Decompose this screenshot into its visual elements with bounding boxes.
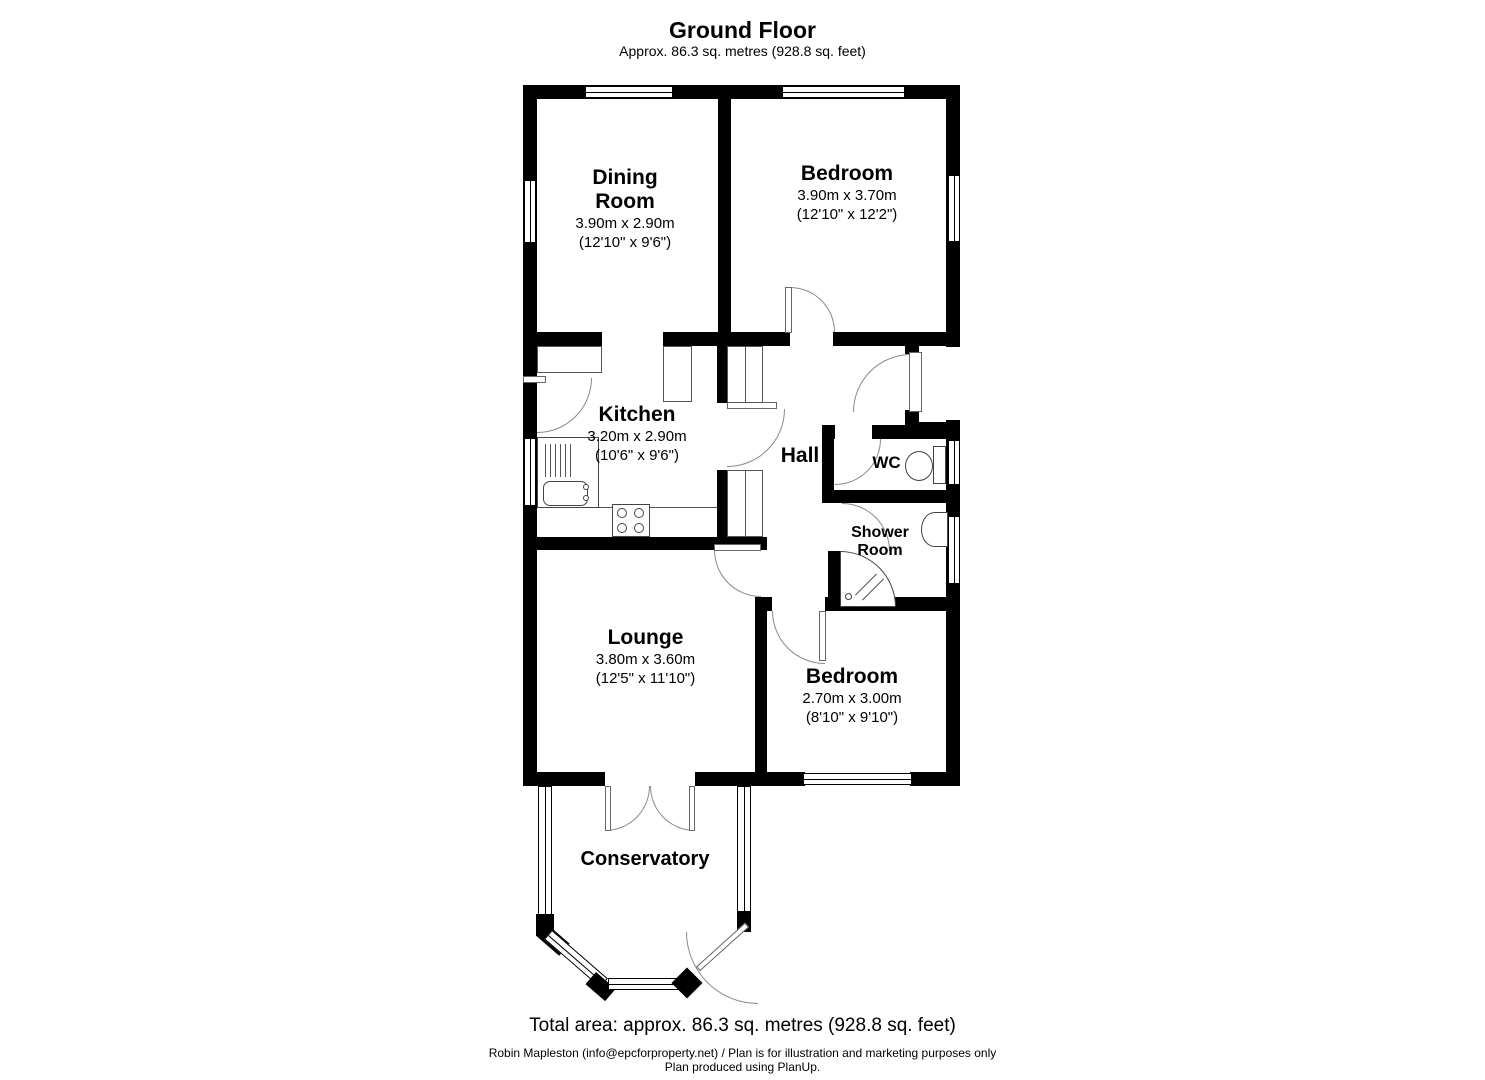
wall-kitchen-lounge (537, 537, 767, 550)
room-name: Hall (780, 444, 820, 467)
shower-drain-icon (845, 593, 852, 600)
door-swing-french-left (605, 786, 650, 831)
room-dim-metric: 3.90m x 3.70m (797, 187, 897, 205)
wall-hall-wc (822, 439, 834, 503)
page-title: Ground Floor (669, 17, 816, 43)
room-dim-imperial: (8'10" x 9'10") (805, 709, 899, 727)
window-wc-right (948, 440, 960, 485)
wall-lounge-bedroom2-divider (755, 597, 767, 772)
wall-hall-shower (828, 551, 842, 611)
wall-entry-recess-top (905, 333, 919, 354)
basin-icon (921, 512, 948, 547)
hob-burner-icon (617, 523, 627, 533)
window-conservatory-right (737, 786, 751, 912)
window-shower-right (948, 516, 960, 584)
window-dining-left (524, 180, 536, 243)
sink-tap-icon (583, 484, 589, 490)
wall-kitchen-hall-lower (717, 470, 727, 537)
room-name: Shower Room (851, 524, 909, 559)
room-name: Dining Room (592, 166, 658, 214)
wall-left (523, 85, 537, 786)
room-name: Kitchen (598, 403, 676, 426)
wall-bedroom2-bottom-left (757, 772, 805, 786)
door-swing-bedroom2 (772, 611, 825, 664)
room-name: Bedroom (805, 665, 899, 688)
credit-text: Robin Mapleston (info@epcforproperty.net… (488, 1046, 997, 1060)
room-dim-imperial: (10'6" x 9'6") (595, 447, 679, 465)
hob-burner-icon (634, 508, 644, 518)
hob-burner-icon (634, 523, 644, 533)
sink-bowl-icon (543, 481, 588, 506)
wall-dining-bedroom-divider (718, 99, 731, 332)
room-dim-metric: 2.70m x 3.00m (802, 690, 902, 708)
window-conservatory-left (538, 786, 552, 916)
door-swing-front-entrance (853, 354, 911, 412)
produced-by-text: Plan produced using PlanUp. (664, 1060, 821, 1074)
toilet-bowl-icon (905, 451, 933, 481)
wall-lounge-bottom-left (523, 772, 605, 786)
room-label-shower-room: Shower Room (830, 524, 930, 559)
door-leaf-front-entrance (909, 352, 922, 412)
hob-burner-icon (617, 508, 627, 518)
room-label-bedroom1: Bedroom 3.90m x 3.70m (12'10" x 12'2") (762, 162, 932, 225)
room-label-wc: WC (864, 453, 909, 473)
room-dim-imperial: (12'10" x 12'2") (796, 206, 898, 224)
wall-dining-kitchen-a (523, 332, 602, 346)
door-leaf-kitchen-hall (727, 402, 777, 409)
wall-bedroom2-top-left (755, 597, 772, 611)
wall-wc-top-b (872, 425, 960, 439)
page-subtitle: Approx. 86.3 sq. metres (928.8 sq. feet) (619, 43, 866, 59)
room-label-conservatory: Conservatory (570, 848, 720, 871)
wall-dining-kitchen-b (663, 332, 790, 346)
sink-drainer-icon (545, 444, 571, 477)
window-dining-top (585, 86, 673, 98)
room-label-lounge: Lounge 3.80m x 3.60m (12'5" x 11'10") (558, 626, 733, 689)
door-swing-bedroom1 (790, 287, 835, 332)
door-leaf-kitchen-exterior (523, 376, 546, 383)
wall-kitchen-hall-upper (717, 346, 727, 403)
window-conservatory-bottom (608, 978, 680, 990)
room-name: WC (872, 453, 901, 472)
door-leaf-french-right (689, 786, 695, 831)
room-dim-metric: 3.90m x 2.90m (575, 215, 675, 233)
room-dim-metric: 3.20m x 2.90m (587, 428, 687, 446)
hall-cupboard-upper (727, 346, 763, 403)
window-kitchen-left (524, 438, 536, 506)
wall-wc-shower-divider (822, 490, 960, 503)
door-leaf-lounge (714, 544, 761, 551)
room-dim-metric: 3.80m x 3.60m (595, 651, 696, 669)
wall-lounge-bottom-right (695, 772, 757, 786)
window-bedroom1-right (948, 175, 960, 242)
sink-tap2-icon (583, 495, 589, 501)
room-name: Bedroom (800, 162, 894, 185)
room-label-hall: Hall (765, 444, 835, 468)
room-label-bedroom2: Bedroom 2.70m x 3.00m (8'10" x 9'10") (767, 665, 937, 728)
room-label-kitchen: Kitchen 3.20m x 2.90m (10'6" x 9'6") (552, 403, 722, 466)
room-label-dining-room: Dining Room 3.90m x 2.90m (12'10" x 9'6"… (545, 166, 705, 253)
wall-bedroom2-bottom-right (910, 772, 960, 786)
room-name: Lounge (607, 626, 684, 649)
window-bedroom1-top (782, 86, 905, 98)
room-dim-imperial: (12'5" x 11'10") (595, 670, 696, 688)
toilet-cistern-icon (933, 446, 946, 484)
kitchen-tall-unit (663, 346, 692, 402)
wall-wc-top-a (822, 425, 835, 439)
kitchen-counter-top (537, 346, 602, 373)
door-swing-lounge (714, 550, 761, 597)
wall-bedroom1-hall (833, 332, 960, 346)
door-leaf-french-left (605, 786, 611, 831)
room-name: Conservatory (580, 848, 710, 870)
hall-cupboard-lower (727, 470, 763, 537)
door-leaf-bedroom1 (785, 287, 792, 333)
room-dim-imperial: (12'10" x 9'6") (578, 234, 672, 252)
window-bedroom2-bottom (803, 773, 912, 785)
door-leaf-bedroom2 (819, 611, 826, 661)
total-area-text: Total area: approx. 86.3 sq. metres (928… (529, 1015, 956, 1036)
